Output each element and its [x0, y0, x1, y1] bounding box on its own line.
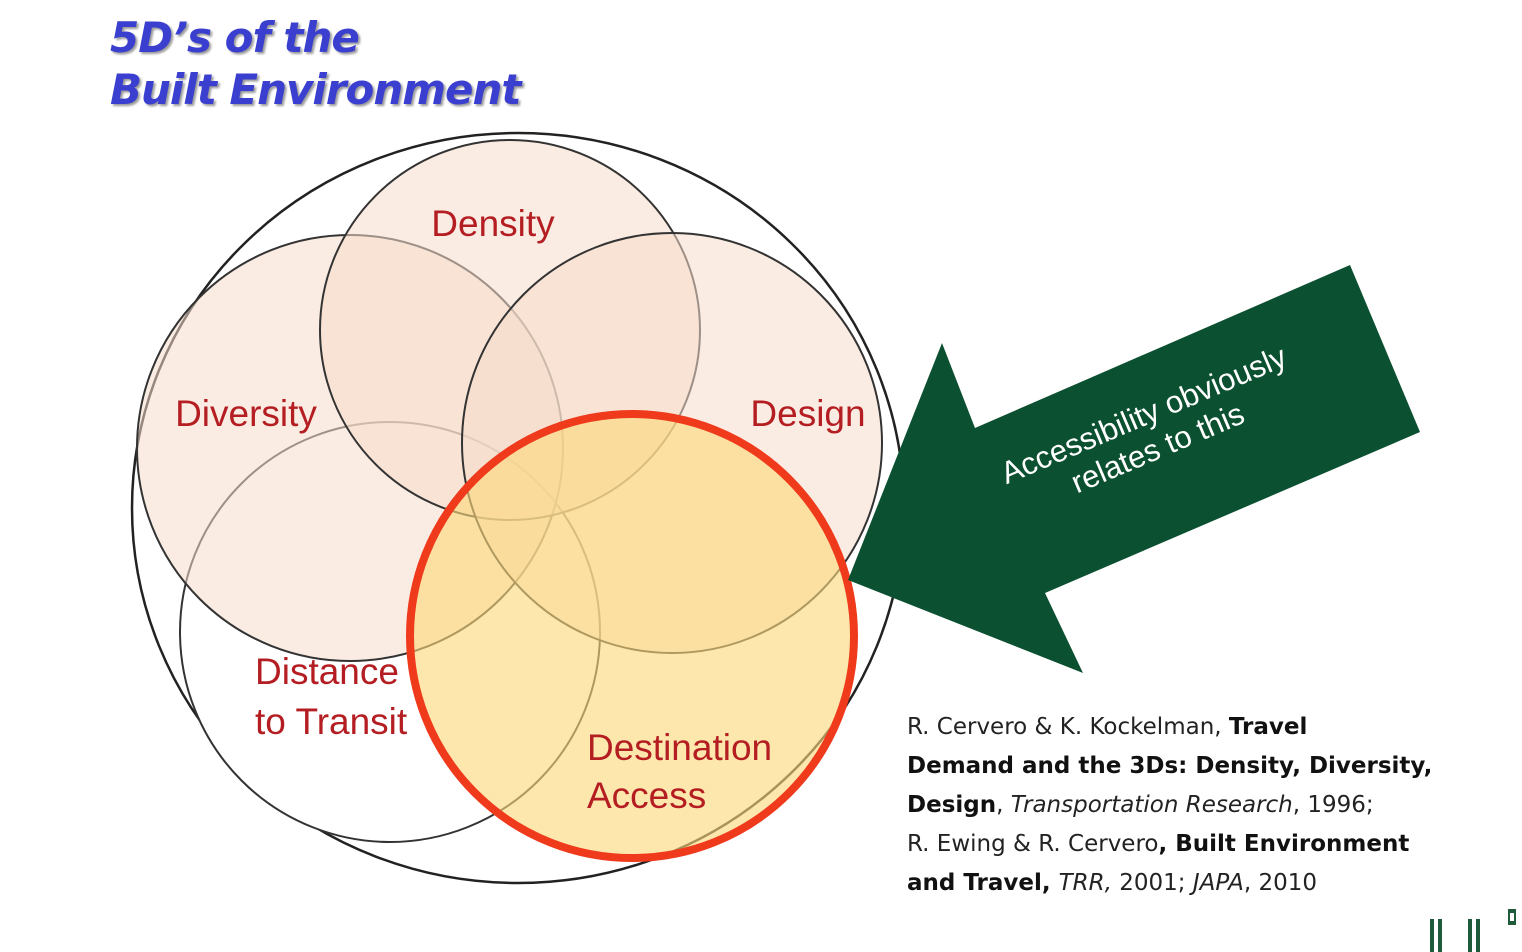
citation-title-2b: and Travel,	[907, 870, 1059, 896]
title-line-1: 5D’s of the	[110, 13, 360, 62]
citation-title-2a: , Built Environment	[1158, 831, 1410, 857]
citation-year-3: , 2010	[1243, 870, 1317, 896]
citation-year-2: 2001;	[1111, 870, 1193, 896]
citation-authors-2: R. Ewing & R. Cervero	[907, 831, 1159, 857]
label-design: Design	[750, 393, 865, 434]
citation-title-1c: Design	[907, 792, 997, 818]
label-distance-line-2: to Transit	[255, 701, 408, 742]
citation-line-2: Demand and the 3Ds: Density, Diversity,	[907, 747, 1507, 786]
citation-line-5: and Travel, TRR, 2001; JAPA, 2010	[907, 864, 1507, 903]
label-diversity: Diversity	[175, 393, 317, 434]
citation-sep-1: ,	[996, 792, 1011, 818]
citation-year-1: , 1996;	[1292, 792, 1374, 818]
destination-highlight-ring	[406, 410, 858, 862]
citation-journal-1: Transportation Research	[1010, 792, 1293, 818]
label-distance-line-1: Distance	[255, 651, 399, 692]
callout-arrow	[848, 265, 1420, 673]
title-line-2: Built Environment	[110, 65, 521, 114]
citation-title-1b: Demand and the 3Ds: Density, Diversity,	[907, 753, 1433, 779]
slide-title: 5D’s of the Built Environment	[110, 12, 521, 116]
citation-title-1a: Travel	[1228, 714, 1308, 740]
citation-journal-3: JAPA	[1192, 870, 1244, 896]
label-destination-line-2: Access	[587, 775, 706, 816]
citation-journal-2: TRR,	[1058, 870, 1112, 896]
citation-line-3: Design, Transportation Research, 1996;	[907, 786, 1507, 825]
label-density: Density	[431, 203, 555, 244]
citation-line-4: R. Ewing & R. Cervero, Built Environment	[907, 825, 1507, 864]
citation-line-1: R. Cervero & K. Kockelman, Travel	[907, 708, 1507, 747]
label-destination-line-1: Destination	[587, 727, 772, 768]
citation-block: R. Cervero & K. Kockelman, Travel Demand…	[907, 708, 1507, 903]
citation-authors-1: R. Cervero & K. Kockelman,	[907, 714, 1229, 740]
corner-logo-icon	[1430, 909, 1516, 952]
